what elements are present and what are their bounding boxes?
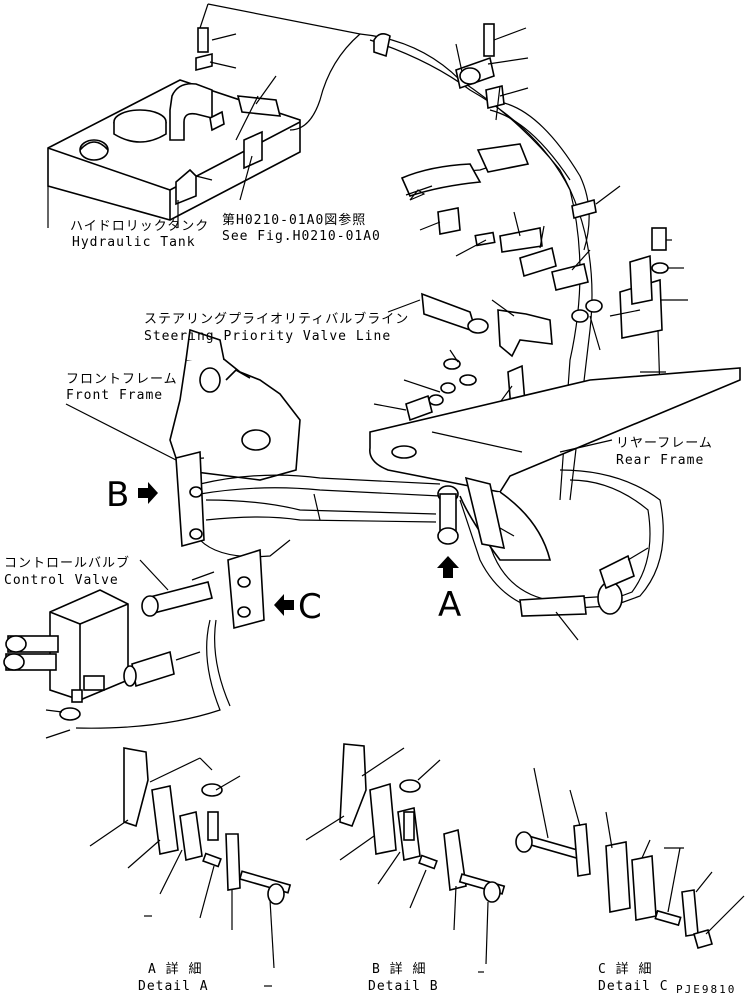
hydraulic-tank — [47, 27, 301, 221]
steering-line-jp-label: ステアリングプライオリティバルブライン — [144, 312, 410, 327]
misc-dashes — [144, 847, 684, 987]
upper-clamp-leaders — [455, 27, 621, 205]
detail-b-leaders — [305, 747, 489, 965]
middle-fittings — [405, 207, 669, 448]
front-frame-en-label: Front Frame — [66, 388, 164, 403]
drawing-code: PJE9810 — [676, 983, 737, 996]
steering-line-en-label: Steering Priority Valve Line — [144, 329, 392, 344]
detail-a-parts — [123, 747, 292, 905]
detail-c-parts — [515, 823, 713, 949]
control-valve — [3, 581, 213, 721]
hydraulic-tank-leaders — [47, 3, 362, 228]
rear-frame-leaders — [431, 371, 666, 453]
hose-bundle-leaders — [313, 493, 649, 641]
detail-b-en-label: Detail B — [368, 979, 439, 994]
hydraulic-tank-en-label: Hydraulic Tank — [72, 235, 196, 250]
hose-bundle-fittings — [437, 476, 635, 617]
upper-clamps — [373, 23, 597, 220]
detail-b-jp-label: B 詳 細 — [372, 962, 427, 977]
front-frame — [169, 328, 301, 481]
control-valve-jp-label: コントロールバルブ — [4, 556, 131, 571]
rear-frame-en-label: Rear Frame — [616, 453, 705, 468]
detail-c-jp-label: C 詳 細 — [598, 962, 653, 977]
marker-a: A — [438, 585, 462, 625]
see-fig-en-label: See Fig.H0210-01A0 — [222, 229, 381, 244]
marker-c: C — [298, 587, 322, 627]
detail-a-en-label: Detail A — [138, 979, 209, 994]
control-valve-en-label: Control Valve — [4, 573, 119, 588]
detail-c-en-label: Detail C — [598, 979, 669, 994]
clamp-assemblies — [175, 450, 265, 630]
control-valve-leaders — [45, 559, 215, 739]
front-frame-jp-label: フロントフレーム — [66, 372, 178, 387]
detail-a-jp-label: A 詳 細 — [148, 962, 203, 977]
marker-b: B — [106, 475, 130, 515]
detail-a-leaders — [89, 757, 275, 969]
detail-b-parts — [339, 743, 506, 903]
see-fig-jp-label: 第H0210-01A0図参照 — [222, 213, 367, 228]
rear-frame-jp-label: リヤーフレーム — [616, 436, 713, 451]
detail-c-leaders — [533, 767, 745, 935]
hydraulic-tank-jp-label: ハイドロリックタンク — [70, 219, 210, 234]
marker-arrows — [138, 482, 459, 616]
